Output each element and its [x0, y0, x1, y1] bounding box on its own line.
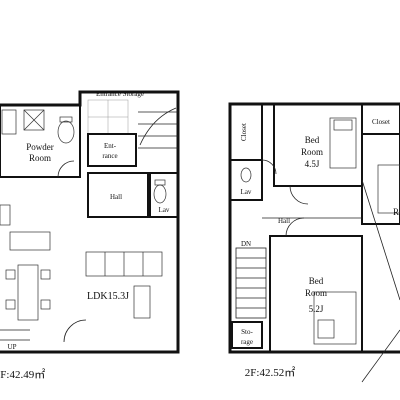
- bed2-door-swing: [285, 217, 305, 237]
- powder-room-outline: [0, 104, 81, 178]
- coffee-table-icon: [133, 285, 151, 319]
- second-hall-label: Hall: [278, 217, 290, 225]
- hall-label: Hall: [110, 193, 122, 201]
- powder-room-label-2: Room: [29, 153, 51, 163]
- bed-room-2-size: 5.2J: [309, 304, 324, 314]
- washbasin-icon: [23, 109, 45, 131]
- bed1-door-swing: [289, 185, 309, 205]
- bed-room-1-label-2: Room: [301, 147, 323, 157]
- stair-direction-arc: [139, 107, 177, 146]
- second-floor-area-label: 2F:42.52㎡: [245, 366, 295, 379]
- entrance-room-outline: [87, 133, 137, 167]
- second-lav-label: Lav: [241, 188, 252, 196]
- first-floor-outer-wall: [0, 90, 180, 354]
- second-lav-outline: [229, 159, 263, 201]
- first-floor-plan: Powder Room Entrance Storage Ent- rance …: [0, 90, 180, 381]
- storage-label-1: Sto-: [241, 328, 253, 336]
- down-stair-treads: [236, 257, 266, 309]
- first-floor-area-label: 1F:42.49㎡: [0, 368, 45, 381]
- storage-label-2: rage: [241, 338, 253, 346]
- bed-room-1-size: 4.5J: [305, 159, 320, 169]
- lav-label: Lav: [159, 206, 170, 214]
- up-stair-treads: [0, 329, 30, 341]
- lav-door-swing: [261, 159, 277, 175]
- second-lav-basin-icon: [240, 167, 252, 183]
- entrance-storage-label: Entrance Storage: [96, 90, 144, 98]
- powder-room-label-1: Powder: [26, 142, 54, 152]
- up-label: UP: [8, 343, 17, 351]
- toilet-icon: [153, 184, 167, 204]
- bed-room-2-label-2: Room: [305, 288, 327, 298]
- entrance-label-2: rance: [102, 152, 117, 160]
- washing-machine-icon: [1, 109, 17, 135]
- bed-room-2-outline: [269, 235, 363, 353]
- powder-door-swing: [57, 160, 75, 178]
- bed-room-1-label-1: Bed: [305, 135, 320, 145]
- right-room-partial-label: R: [393, 207, 399, 217]
- right-room-outline: [361, 133, 400, 225]
- kitchen-counter-icon: [9, 231, 51, 251]
- second-floor-plan: Bed Room 4.5J Closet Closet Lav Hall DN …: [228, 102, 400, 383]
- refrigerator-icon: [0, 204, 11, 226]
- ldk-label: LDK15.3J: [87, 291, 129, 302]
- bed-2-icon: [313, 291, 357, 345]
- right-bed-icon: [377, 164, 400, 214]
- roof-diagonal-2: [361, 329, 400, 383]
- powder-toilet-icon: [57, 120, 75, 144]
- ldk-door-swing: [63, 319, 87, 343]
- hall-room-outline: [87, 172, 149, 218]
- top-closet-label: Closet: [372, 118, 390, 126]
- bed-room-2-label-1: Bed: [309, 276, 324, 286]
- dining-table-icon: [17, 264, 39, 321]
- stair-treads: [138, 111, 178, 149]
- dn-label: DN: [241, 240, 251, 248]
- storage-outline: [231, 321, 263, 349]
- entrance-label-1: Ent-: [104, 142, 117, 150]
- lav-room-outline: [149, 172, 179, 218]
- left-closet-label: Closet: [240, 123, 248, 141]
- bed-1-icon: [329, 117, 357, 169]
- bed-room-1-outline: [273, 103, 363, 187]
- down-stairs-outline: [235, 247, 267, 319]
- roof-diagonal-1: [361, 179, 400, 301]
